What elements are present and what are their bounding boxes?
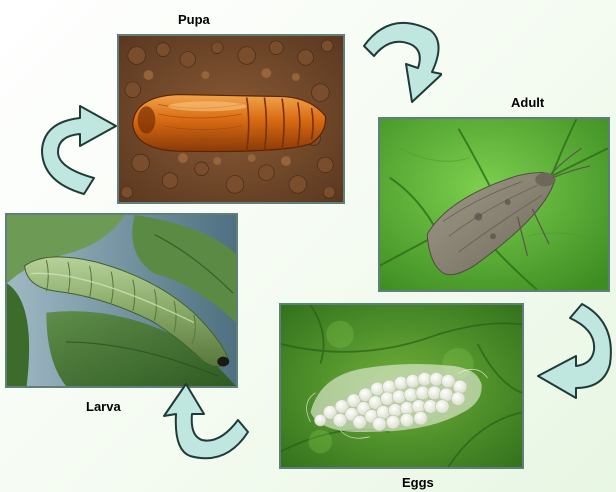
curved-arrow-icon	[160, 380, 252, 466]
adult-photo	[378, 117, 610, 292]
pupa-label: Pupa	[178, 12, 210, 27]
curved-arrow-icon	[536, 300, 616, 400]
curved-arrow-icon	[36, 102, 118, 198]
pupa-photo	[117, 34, 345, 204]
larva-label: Larva	[86, 399, 121, 414]
eggs-label: Eggs	[402, 475, 434, 490]
curved-arrow-icon	[360, 16, 442, 104]
eggs-photo	[279, 303, 524, 469]
adult-label: Adult	[511, 95, 544, 110]
larva-photo	[5, 213, 238, 388]
